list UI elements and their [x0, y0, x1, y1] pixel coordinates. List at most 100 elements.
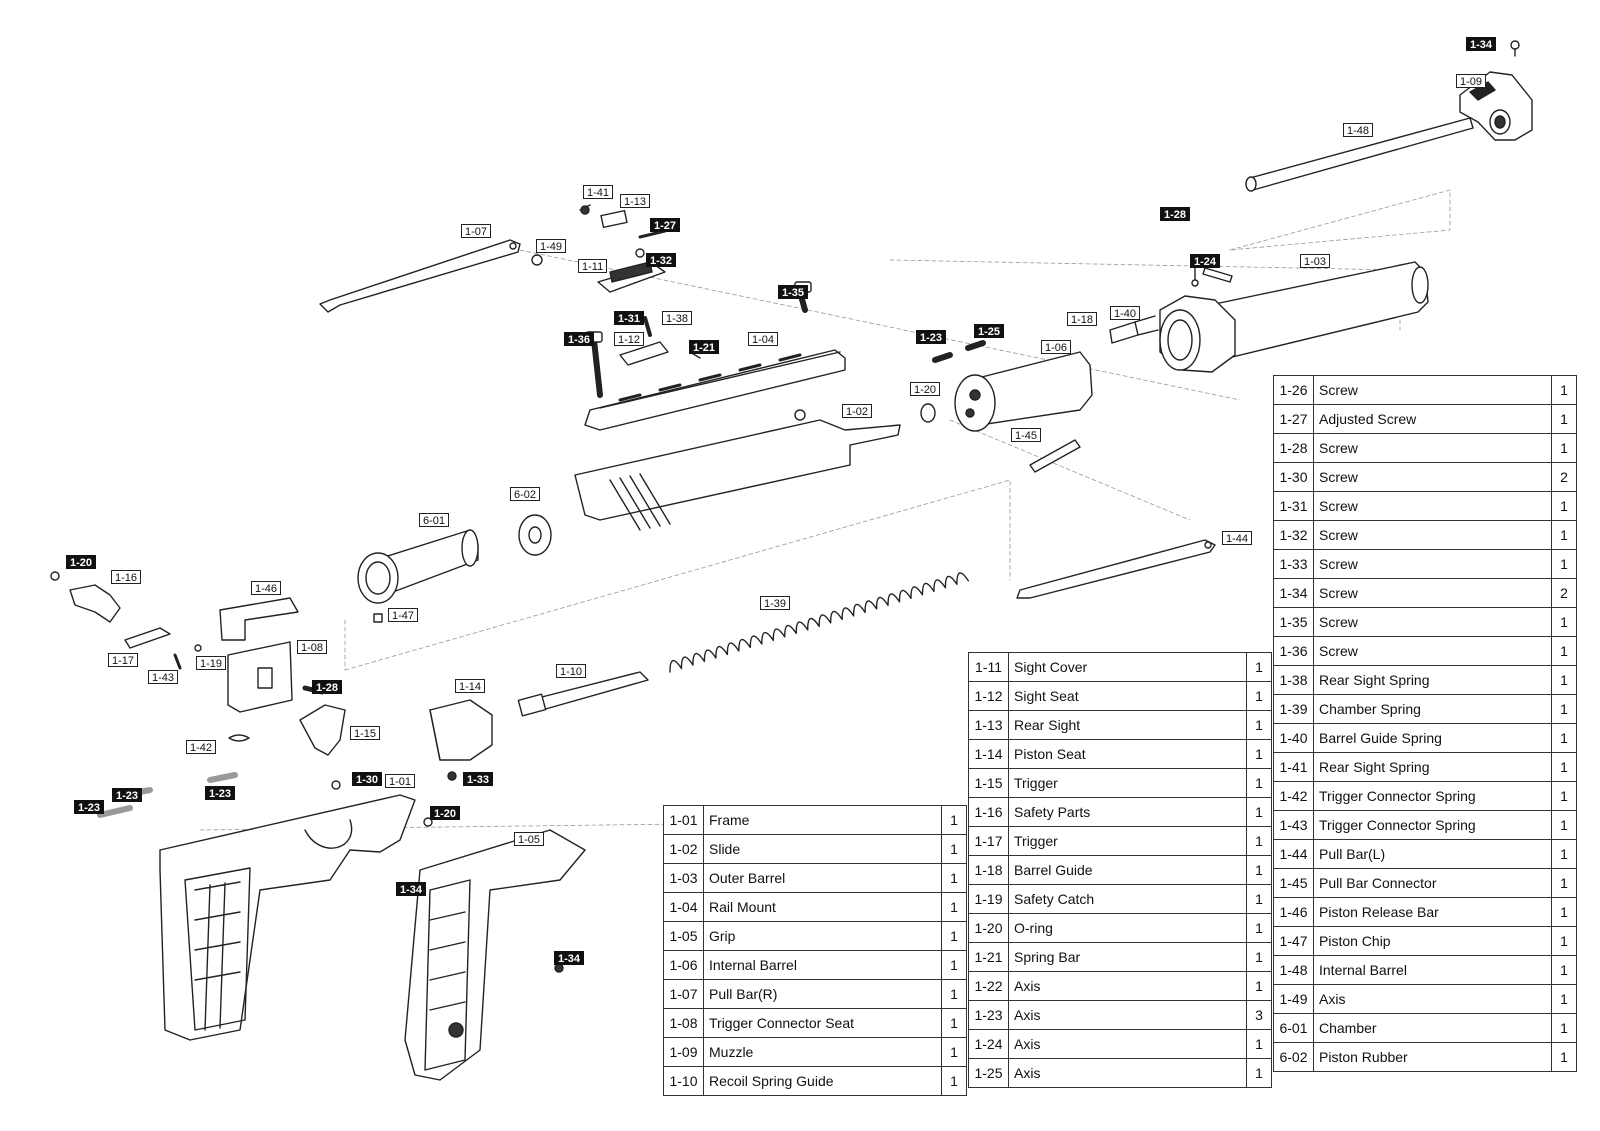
callout-label-1-24: 1-24: [1190, 254, 1221, 268]
chamber-spring-part: [669, 572, 970, 673]
callout-label-1-27: 1-27: [650, 218, 681, 232]
pull-bar-left-part: [1016, 539, 1216, 599]
callout-label-6-01: 6-01: [419, 513, 450, 527]
callout-label-1-44: 1-44: [1222, 531, 1253, 545]
callout-label-1-38: 1-38: [662, 311, 693, 325]
callout-label-1-42: 1-42: [186, 740, 217, 754]
callout-label-1-47: 1-47: [388, 608, 419, 622]
callout-label-1-09: 1-09: [1456, 74, 1487, 88]
safety-parts: [50, 571, 299, 670]
callout-label-1-08: 1-08: [297, 640, 328, 654]
callout-label-1-20: 1-20: [430, 806, 461, 820]
callout-label-1-23: 1-23: [205, 786, 236, 800]
callout-label-1-23: 1-23: [74, 800, 105, 814]
callout-label-1-11: 1-11: [578, 259, 608, 273]
callout-label-1-43: 1-43: [148, 670, 179, 684]
piston-seat-part: [429, 699, 493, 781]
internal-barrel-assembly-part: [920, 315, 1159, 473]
callout-label-1-36: 1-36: [564, 332, 595, 346]
callout-label-1-21: 1-21: [689, 340, 720, 354]
callout-label-1-34: 1-34: [396, 882, 427, 896]
rail-mount-part: [584, 349, 846, 431]
callout-label-1-35: 1-35: [778, 285, 809, 299]
callout-label-1-15: 1-15: [350, 726, 381, 740]
callout-label-1-03: 1-03: [1300, 254, 1331, 268]
callout-label-1-06: 1-06: [1041, 340, 1072, 354]
callout-label-1-05: 1-05: [514, 832, 545, 846]
trigger-connector-seat-part: [227, 641, 293, 742]
callout-label-1-07: 1-07: [461, 224, 492, 238]
callout-label-1-39: 1-39: [760, 596, 791, 610]
callout-label-1-40: 1-40: [1110, 306, 1141, 320]
callout-label-1-18: 1-18: [1067, 312, 1098, 326]
callout-label-1-31: 1-31: [614, 311, 645, 325]
slide-part: [574, 409, 901, 531]
callout-label-1-33: 1-33: [463, 772, 494, 786]
callout-label-1-45: 1-45: [1011, 428, 1042, 442]
trigger-part: [299, 685, 346, 790]
callout-label-1-16: 1-16: [111, 570, 142, 584]
callout-label-1-17: 1-17: [108, 653, 139, 667]
chamber-parts: [357, 514, 552, 623]
callout-label-1-23: 1-23: [112, 788, 143, 802]
callout-label-1-28: 1-28: [312, 680, 343, 694]
callout-label-1-34: 1-34: [554, 951, 585, 965]
callout-label-1-30: 1-30: [352, 772, 383, 786]
callout-label-1-13: 1-13: [620, 194, 651, 208]
callout-label-1-19: 1-19: [196, 656, 227, 670]
callout-label-1-25: 1-25: [974, 324, 1005, 338]
callout-label-1-04: 1-04: [748, 332, 779, 346]
callout-label-1-28: 1-28: [1160, 207, 1191, 221]
frame-part: [97, 772, 433, 1041]
callout-label-1-34: 1-34: [1466, 37, 1497, 51]
callout-label-1-02: 1-02: [842, 404, 873, 418]
callout-label-6-02: 6-02: [510, 487, 541, 501]
callout-label-1-14: 1-14: [455, 679, 486, 693]
